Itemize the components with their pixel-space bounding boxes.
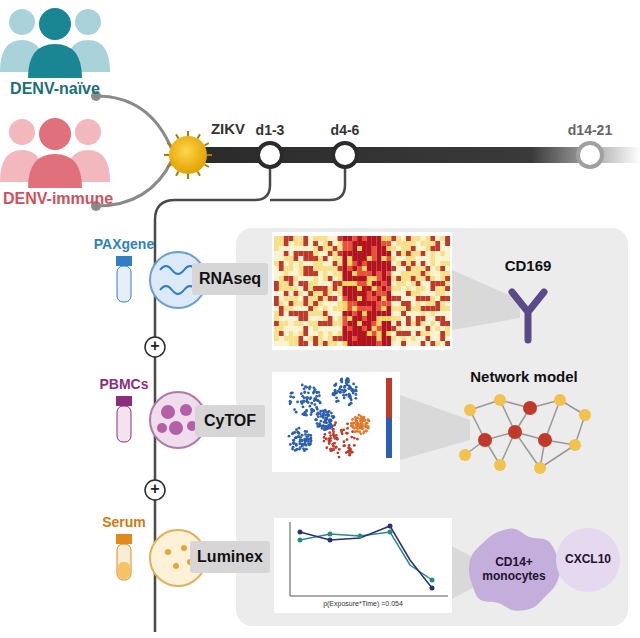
people-icon (0, 118, 110, 188)
label: d1-3 (256, 122, 285, 138)
label: CD169 (505, 257, 552, 274)
plus-circle (145, 337, 165, 357)
plus-sign: + (150, 480, 159, 498)
node-text: Luminex (197, 548, 263, 566)
label: PBMCs (99, 376, 148, 392)
wedge (452, 270, 520, 330)
node-text: CyTOF (204, 412, 256, 430)
line-chart (274, 518, 452, 613)
label: DENV-immune (3, 190, 113, 208)
label: Serum (102, 514, 146, 530)
receptor-icon (512, 292, 544, 340)
cell-shape: CD14+ monocytes (466, 528, 562, 612)
people-icon (0, 8, 110, 78)
tube (116, 256, 132, 580)
node-text: RNAseq (199, 270, 261, 288)
panel (236, 228, 628, 626)
heatmap (272, 232, 452, 350)
node-text: CXCL10 (565, 553, 611, 567)
bracket (96, 96, 172, 206)
timepoint (258, 143, 282, 167)
timepoint (333, 143, 357, 167)
label: Network model (470, 368, 578, 385)
virus-icon (164, 131, 212, 179)
plus-circle (145, 480, 165, 500)
label: p(Exposure*Time) =0.054 (323, 600, 403, 607)
tsne-plot (272, 372, 400, 472)
label: PAXgene (94, 236, 154, 252)
label: d4-6 (331, 122, 360, 138)
wedge (400, 395, 470, 460)
network-icon (459, 394, 591, 474)
plus-sign: + (150, 337, 159, 355)
method-box: Luminex (190, 541, 270, 573)
method-box: RNAseq (192, 263, 268, 295)
label: ZIKV (211, 120, 245, 137)
label: d14-21 (568, 122, 612, 138)
marker-circle: CXCL10 (555, 527, 621, 593)
timepoint (578, 143, 602, 167)
label: DENV-naïve (10, 80, 100, 98)
node-text: CD14+ monocytes (479, 556, 549, 584)
method-box: CyTOF (195, 405, 265, 437)
